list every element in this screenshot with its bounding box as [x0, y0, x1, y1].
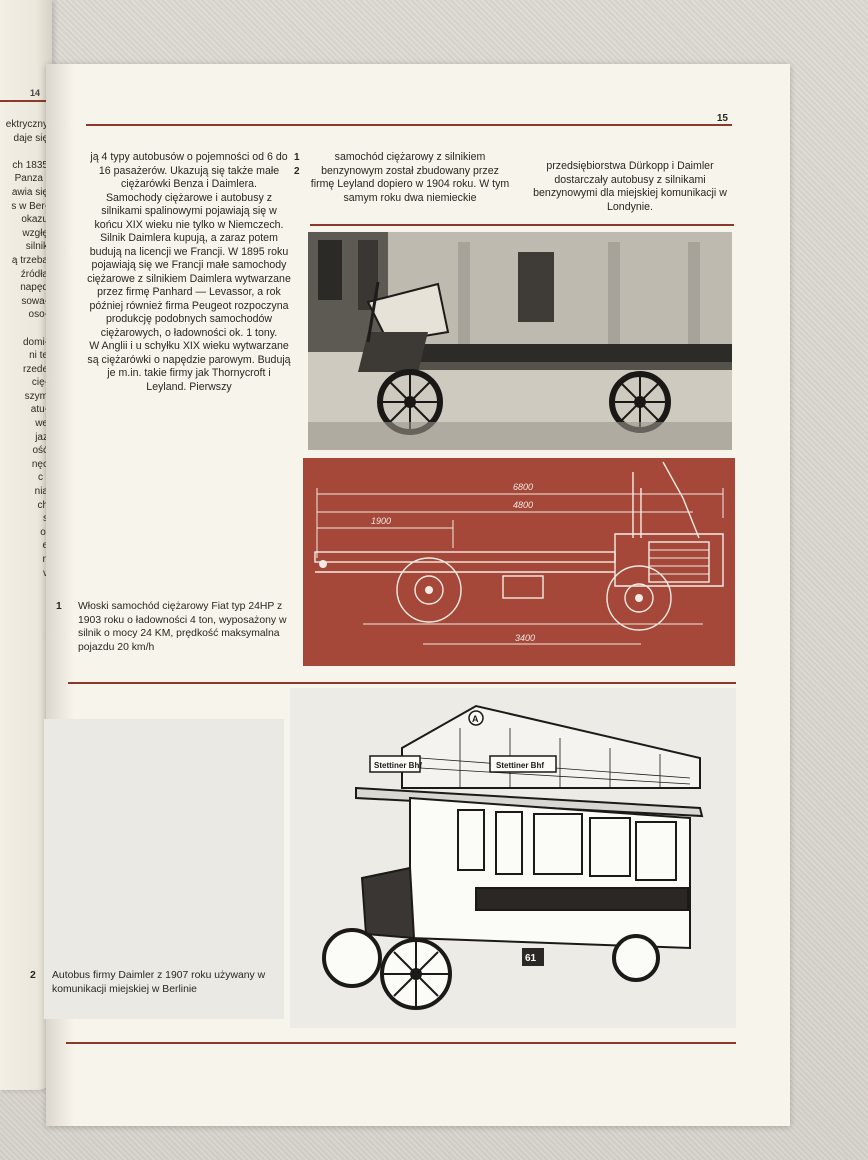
text-column-1: ją 4 typy autobusów o pojemności od 6 do… [86, 151, 292, 394]
left-page-fragment: c i [38, 472, 48, 484]
column-rule [310, 224, 734, 226]
left-page-fragment: ektryczny [5, 119, 48, 130]
left-page-fragment: v [0, 567, 48, 581]
left-page-fragment: sowa- [21, 295, 48, 307]
left-page-fragment: napęd [20, 282, 48, 294]
paragraph: Samochody ciężarowe i autobusy z silnika… [87, 191, 291, 339]
destination-sign-left-text: Stettiner Bhf [374, 761, 422, 770]
left-page-fragment: ch [37, 499, 48, 511]
dimension-total: 6800 [513, 482, 533, 492]
fiat-truck-diagram: 6800 4800 1900 3400 [303, 458, 735, 666]
left-page-fragment: nią [34, 486, 48, 498]
section-rule [68, 682, 736, 684]
caption-2: 2 Autobus firmy Daimler z 1907 roku używ… [30, 969, 282, 996]
left-page-fragment: okazu [21, 214, 48, 226]
header-rule [86, 124, 732, 126]
left-page-fragment: silnik [25, 241, 48, 253]
left-page-fragment: s [0, 512, 48, 526]
left-page-fragment: we [35, 418, 48, 430]
route-letter-badge [468, 710, 484, 726]
left-page-fragment: cię- [31, 377, 48, 389]
left-page-fragment: wzgłę [22, 227, 48, 239]
left-page-fragment: awia się [11, 186, 48, 198]
destination-sign-top [489, 755, 557, 773]
left-page-fragment [0, 145, 48, 159]
route-number: 61 [525, 953, 537, 964]
text-column-3: przedsiębiorstwa Dürkopp i Daimler dosta… [533, 160, 727, 213]
page-number: 15 [716, 113, 728, 124]
caption-number: 1 [56, 601, 62, 612]
route-number-plate [522, 948, 544, 966]
dimension-body: 4800 [513, 500, 533, 510]
left-page-fragment [0, 322, 48, 336]
figure-marker: 2 [294, 165, 300, 177]
caption-number: 2 [30, 970, 36, 981]
footer-rule [66, 1042, 736, 1044]
caption-text: Włoski samochód ciężarowy Fiat typ 24HP … [78, 601, 287, 653]
left-page-fragment: ch 1835 [12, 159, 48, 171]
left-page-fragment: s w Ber- [11, 200, 48, 212]
figure-markers: 1 2 [294, 151, 300, 178]
book-page: 15 ją 4 typy autobusów o pojemności od 6… [30, 64, 790, 1126]
dimension-wheelbase: 3400 [515, 633, 535, 643]
left-page-fragment: ni te [29, 350, 48, 362]
paragraph: W Anglii i u schyłku XIX wieku wytwarzan… [87, 340, 291, 393]
left-page-fragment: atu- [30, 404, 48, 416]
left-page-fragment: e [0, 539, 48, 553]
bus-drawing: Stettiner Bhf Stettiner Bhf A 61 [290, 688, 736, 1028]
daimler-bus-illustration: Stettiner Bhf Stettiner Bhf A 61 [290, 688, 736, 1028]
left-page-fragment: ol [40, 526, 48, 538]
left-page-fragment: źródła [20, 268, 48, 280]
left-page-fragment: Panza i [14, 173, 48, 185]
truck-photo-illustration [308, 232, 732, 450]
destination-sign-top-text: Stettiner Bhf [496, 761, 544, 770]
left-page-fragment: jaz [35, 431, 48, 443]
left-page-fragment: rzede [22, 363, 48, 375]
left-page-fragment: oso- [28, 309, 48, 321]
left-page-fragment: ą trzeba [11, 254, 48, 266]
text-column-2: samochód ciężarowy z silnikiem benzynowy… [310, 151, 510, 204]
left-page-fragment: ość [32, 445, 48, 457]
truck-photo [308, 232, 732, 450]
figure-marker: 1 [294, 152, 300, 163]
route-letter: A [472, 714, 479, 724]
left-page-fragment: nęc [31, 458, 48, 470]
left-page-fragment: szym [24, 390, 48, 402]
blank-panel [44, 719, 284, 1019]
caption-1: 1 Włoski samochód ciężarowy Fiat typ 24H… [56, 600, 298, 654]
fiat-truck-drawing: 6800 4800 1900 3400 [314, 461, 724, 645]
destination-sign-left [369, 755, 421, 773]
left-page-fragment: n [0, 553, 48, 567]
paragraph: ją 4 typy autobusów o pojemności od 6 do… [90, 151, 288, 190]
left-page-rule [0, 100, 52, 102]
caption-text: Autobus firmy Daimler z 1907 roku używan… [52, 970, 266, 995]
dimension-front: 1900 [371, 516, 391, 526]
left-page-number: 14 [30, 88, 41, 98]
left-page-fragment: daje się [13, 132, 48, 144]
left-page-fragment: domi- [22, 336, 48, 348]
